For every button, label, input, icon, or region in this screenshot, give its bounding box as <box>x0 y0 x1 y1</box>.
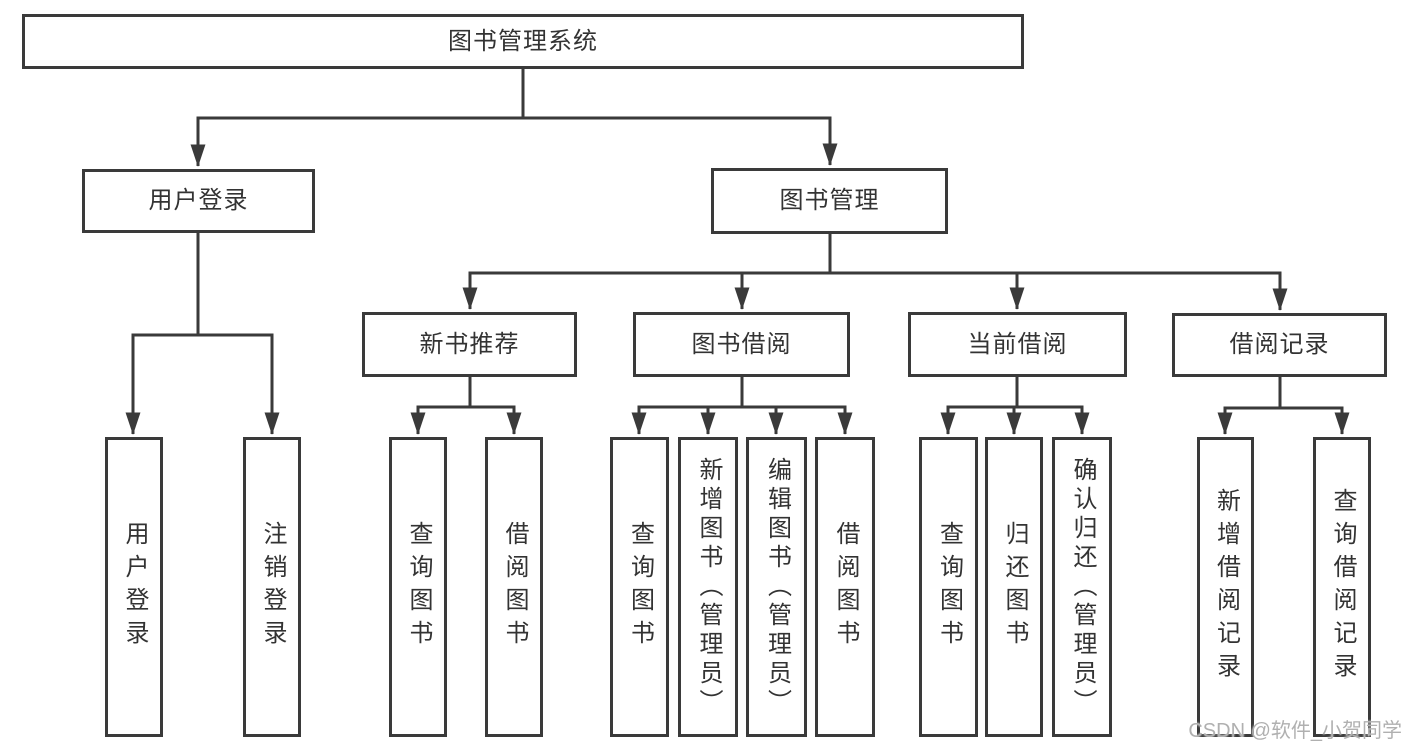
node-user-login: 用户登录 <box>82 169 315 233</box>
node-leaf-logout: 注销登录 <box>243 437 301 737</box>
node-leaf-add-book: 新增图书（管理员） <box>678 437 738 737</box>
node-leaf-borrow-book-1: 借阅图书 <box>485 437 543 737</box>
node-leaf-add-record: 新增借阅记录 <box>1197 437 1254 737</box>
node-leaf-confirm-return: 确认归还（管理员） <box>1052 437 1112 737</box>
node-leaf-query-book-3: 查询图书 <box>919 437 978 737</box>
node-root: 图书管理系统 <box>22 14 1024 69</box>
node-book-borrow: 图书借阅 <box>633 312 850 377</box>
node-borrow-records: 借阅记录 <box>1172 313 1387 377</box>
node-leaf-borrow-book-2: 借阅图书 <box>815 437 875 737</box>
node-leaf-query-book-2: 查询图书 <box>610 437 669 737</box>
node-leaf-query-record: 查询借阅记录 <box>1313 437 1371 737</box>
node-leaf-return-book: 归还图书 <box>985 437 1043 737</box>
node-new-book-rec: 新书推荐 <box>362 312 577 377</box>
node-leaf-query-book-1: 查询图书 <box>389 437 447 737</box>
node-book-mgmt: 图书管理 <box>711 168 948 234</box>
node-leaf-user-login: 用户登录 <box>105 437 163 737</box>
watermark: CSDN @软件_小贺同学 <box>1188 720 1402 742</box>
node-current-borrow: 当前借阅 <box>908 312 1127 377</box>
node-leaf-edit-book: 编辑图书（管理员） <box>746 437 807 737</box>
